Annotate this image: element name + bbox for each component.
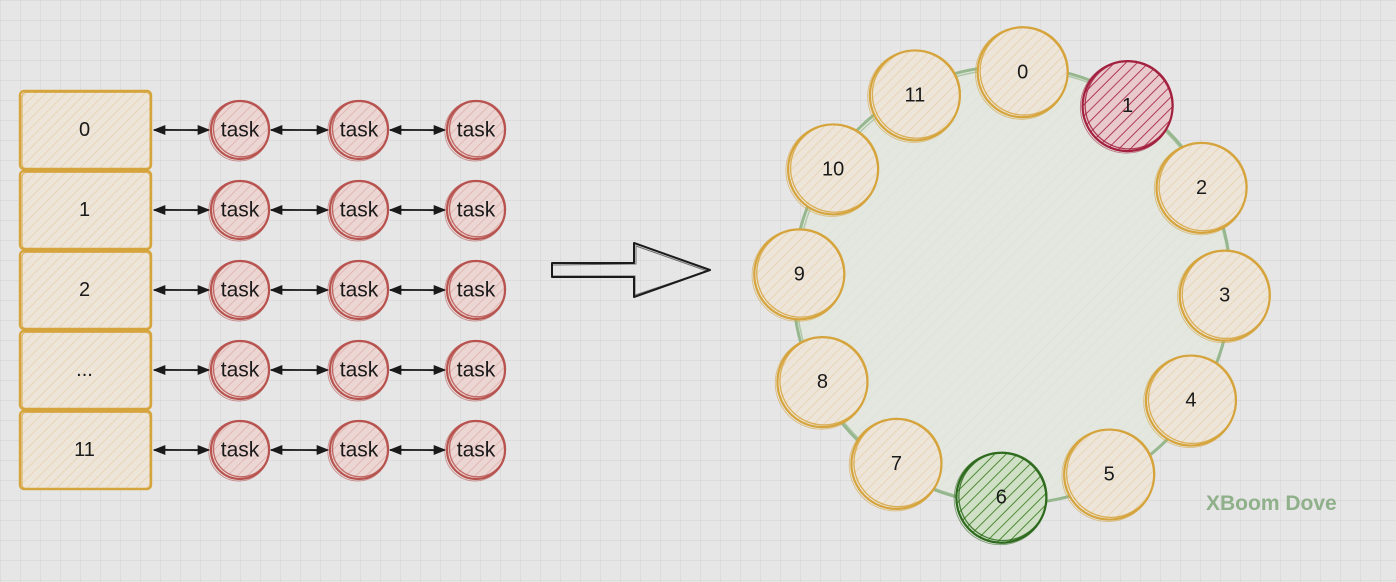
slot-row: 11 task task task [18, 409, 507, 491]
wheel-slots: 0 1 2 3 4 5 6 7 8 9 10 11 [751, 26, 1271, 546]
link-arrow [388, 124, 447, 136]
slot-box: 11 [18, 409, 153, 491]
link-arrow [152, 204, 211, 216]
watermark: XBoom Dove [1206, 492, 1337, 515]
slot-row: 2 task task task [18, 249, 507, 331]
wheel-slot: 7 [848, 417, 943, 512]
task-node: task [208, 259, 271, 322]
task-label: task [340, 119, 379, 142]
wheel-slot: 4 [1143, 354, 1238, 449]
task-node: task [444, 179, 507, 242]
task-label: task [221, 359, 260, 382]
task-label: task [457, 199, 496, 222]
task-label: task [221, 439, 260, 462]
link-arrow [388, 204, 447, 216]
task-label: task [221, 199, 260, 222]
wheel-slot-label: 5 [1104, 464, 1115, 486]
slot-box: 2 [18, 249, 153, 331]
wheel-slot: 3 [1177, 249, 1271, 344]
task-label: task [340, 439, 379, 462]
transform-arrow [551, 242, 711, 298]
link-arrow [388, 284, 447, 296]
task-label: task [457, 279, 496, 302]
task-label: task [457, 439, 496, 462]
timing-wheel: 0 1 2 3 4 5 6 7 8 9 10 11 [751, 26, 1271, 546]
link-arrow [152, 364, 211, 376]
task-node: task [208, 179, 271, 242]
task-node: task [208, 99, 271, 162]
wheel-slot-label: 9 [794, 263, 805, 285]
task-label: task [221, 119, 260, 142]
wheel-slot-label: 1 [1122, 95, 1133, 117]
wheel-slot: 8 [774, 336, 869, 430]
task-label: task [340, 359, 379, 382]
wheel-slot: 10 [785, 123, 880, 217]
link-arrow [152, 284, 211, 296]
link-arrow [152, 124, 211, 136]
slot-row: 1 task task task [18, 169, 507, 251]
slot-box: ... [18, 329, 153, 411]
task-node: task [327, 339, 390, 402]
wheel-slot-label: 0 [1017, 61, 1028, 83]
link-arrow [388, 444, 447, 456]
link-arrow [269, 364, 330, 376]
task-node: task [327, 259, 390, 322]
slot-label: 0 [79, 119, 90, 141]
wheel-slot: 5 [1061, 428, 1156, 523]
wheel-slot-label: 7 [891, 453, 902, 475]
task-node: task [327, 419, 390, 482]
wheel-slot-label: 8 [817, 371, 828, 393]
link-arrow [269, 124, 330, 136]
link-arrow [269, 444, 330, 456]
wheel-slot-target: 6 [953, 451, 1048, 546]
slot-row: ... task task task [18, 329, 507, 411]
task-label: task [340, 199, 379, 222]
wheel-slot-label: 3 [1219, 285, 1230, 307]
link-arrow [152, 444, 211, 456]
task-label: task [457, 119, 496, 142]
task-label: task [221, 279, 260, 302]
wheel-slot-label: 11 [904, 84, 925, 106]
task-node: task [444, 339, 507, 402]
slot-label: 2 [79, 279, 90, 301]
wheel-slot: 2 [1153, 141, 1248, 236]
wheel-slot-label: 6 [996, 487, 1007, 509]
wheel-slot: 11 [867, 49, 962, 143]
slot-label: 11 [74, 439, 95, 461]
link-arrow [388, 364, 447, 376]
wheel-slot-label: 2 [1196, 177, 1207, 199]
wheel-slot: 0 [974, 26, 1069, 120]
task-label: task [340, 279, 379, 302]
task-label: task [457, 359, 496, 382]
task-node: task [327, 99, 390, 162]
slot-row: 0 task task task [18, 89, 507, 171]
slot-box: 0 [18, 89, 153, 171]
slot-label: ... [76, 359, 93, 381]
slot-array: 0 task task task 1 task task task 2 task task task.… [18, 89, 507, 491]
task-node: task [444, 99, 507, 162]
slot-box: 1 [18, 169, 153, 251]
task-node: task [327, 179, 390, 242]
wheel-slot-current: 1 [1079, 59, 1174, 154]
wheel-slot-label: 10 [822, 158, 844, 180]
wheel-slot: 9 [751, 228, 846, 322]
link-arrow [269, 284, 330, 296]
task-node: task [444, 259, 507, 322]
task-node: task [444, 419, 507, 482]
link-arrow [269, 204, 330, 216]
wheel-slot-label: 4 [1185, 390, 1196, 412]
task-node: task [208, 339, 271, 402]
slot-label: 1 [79, 199, 90, 221]
task-node: task [208, 419, 271, 482]
